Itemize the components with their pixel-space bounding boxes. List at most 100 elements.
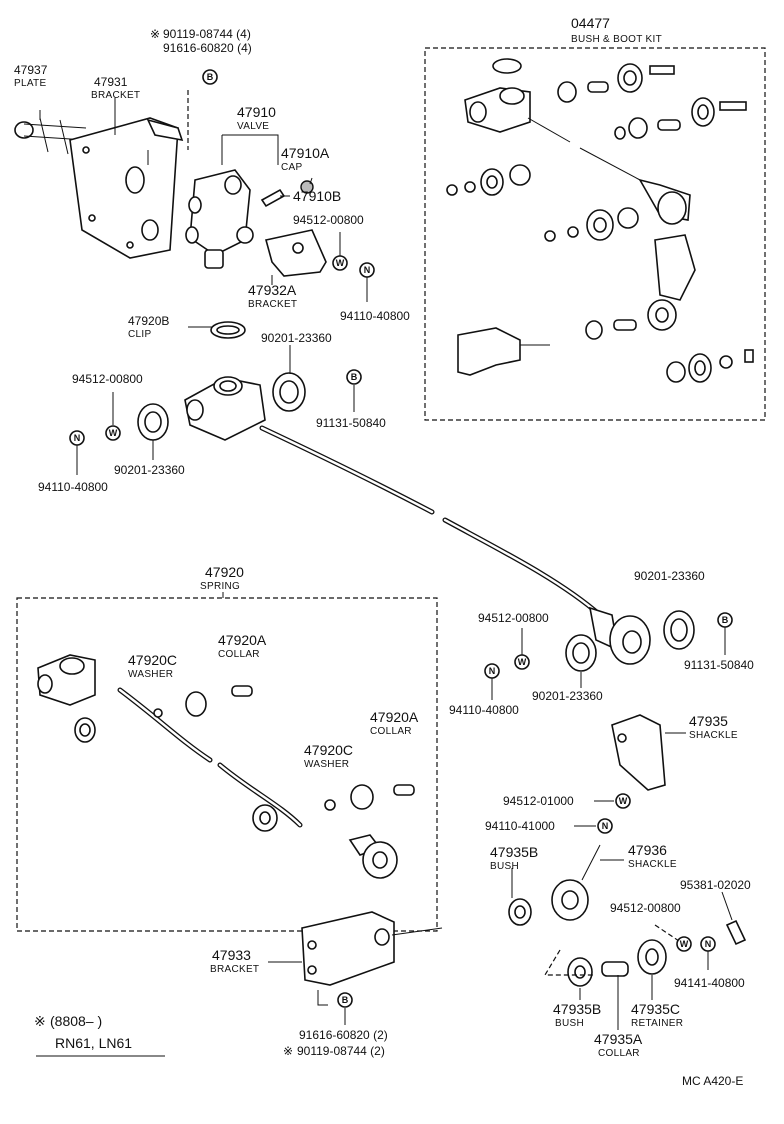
- plate-47937: [14, 117, 87, 155]
- label-47937-desc: PLATE: [14, 78, 46, 89]
- note-date: (8808– ): [50, 1013, 102, 1029]
- screw-47910b: [260, 188, 286, 208]
- label-90119-top: 90119-08744 (4): [163, 27, 251, 41]
- badge-n-5: N: [700, 936, 716, 952]
- bracket-47932a: [265, 229, 327, 277]
- label-47935a-desc: COLLAR: [598, 1048, 640, 1059]
- control-cable: [259, 425, 603, 618]
- label-94512-c: 94512-00800: [478, 611, 549, 625]
- pin-95381: [725, 919, 747, 946]
- badge-text: W: [518, 657, 527, 667]
- label-94141: 94141-40800: [674, 976, 745, 990]
- label-94512-e: 94512-00800: [610, 901, 681, 915]
- badge-n-2: N: [69, 430, 85, 446]
- label-47935a: 47935A: [594, 1031, 643, 1047]
- label-47920a-1: 47920A: [218, 632, 267, 648]
- badge-text: N: [364, 265, 371, 275]
- label-94512-a: 94512-00800: [293, 213, 364, 227]
- label-90119-bot: 90119-08744 (2): [297, 1044, 385, 1058]
- badge-text: N: [705, 939, 712, 949]
- badge-w-5: W: [676, 936, 692, 952]
- label-91616-top: 91616-60820 (4): [163, 41, 252, 55]
- valve-body-upper: [184, 376, 266, 441]
- label-47935c-desc: RETAINER: [631, 1018, 683, 1029]
- label-47920a-2: 47920A: [370, 709, 419, 725]
- badge-text: W: [619, 796, 628, 806]
- badge-b-1: B: [202, 69, 218, 85]
- label-47936-desc: SHACKLE: [628, 859, 677, 870]
- diagram-code: MC A420-E: [682, 1074, 743, 1088]
- label-47931-desc: BRACKET: [91, 90, 140, 101]
- label-47936: 47936: [628, 842, 667, 858]
- badge-text: W: [336, 258, 345, 268]
- label-47933: 47933: [212, 947, 251, 963]
- note-mark: ※: [34, 1013, 46, 1029]
- label-47920-desc: SPRING: [200, 581, 240, 592]
- label-90201-b: 90201-23360: [114, 463, 185, 477]
- mark-90119-bot: ※: [283, 1044, 293, 1058]
- label-91131-a: 91131-50840: [316, 416, 386, 430]
- bush-47935b-upper: [508, 898, 532, 926]
- shackle-47936: [551, 844, 601, 921]
- label-47920c-1: 47920C: [128, 652, 177, 668]
- label-04477: 04477: [571, 15, 610, 31]
- label-47933-desc: BRACKET: [210, 964, 259, 975]
- label-47932a: 47932A: [248, 282, 297, 298]
- label-47935-desc: SHACKLE: [689, 730, 738, 741]
- badge-b-3: B: [717, 612, 733, 628]
- label-94110-d: 94110-41000: [485, 819, 555, 833]
- label-47910b: 47910B: [293, 188, 341, 204]
- shackle-47935: [611, 714, 666, 791]
- label-47932a-desc: BRACKET: [248, 299, 297, 310]
- bracket-47933: [301, 911, 443, 986]
- badge-n-1: N: [359, 262, 375, 278]
- bracket-47931: [69, 117, 184, 259]
- label-90201-a: 90201-23360: [261, 331, 332, 345]
- label-47935c: 47935C: [631, 1001, 680, 1017]
- badge-text: N: [489, 666, 496, 676]
- label-47920b: 47920B: [128, 314, 169, 328]
- label-47935: 47935: [689, 713, 728, 729]
- label-47920b-desc: CLIP: [128, 329, 151, 340]
- label-91616-bot: 91616-60820 (2): [299, 1028, 388, 1042]
- label-95381: 95381-02020: [680, 878, 751, 892]
- label-91131-b: 91131-50840: [684, 658, 754, 672]
- cable-boot-end: [588, 606, 651, 665]
- label-94110-c: 94110-40800: [449, 703, 519, 717]
- badge-text: N: [74, 433, 81, 443]
- label-47920a-2-desc: COLLAR: [370, 726, 412, 737]
- badge-n-4: N: [597, 818, 613, 834]
- lower-bush-set: [567, 939, 667, 987]
- badge-text: N: [602, 821, 609, 831]
- label-47920a-1-desc: COLLAR: [218, 649, 260, 660]
- label-47910: 47910: [237, 104, 276, 120]
- gasket-90201-left: [137, 403, 169, 441]
- label-47937: 47937: [14, 63, 48, 77]
- kit-items: [446, 58, 754, 383]
- badge-w-4: W: [615, 793, 631, 809]
- badge-b-2: B: [346, 369, 362, 385]
- label-94512-b: 94512-00800: [72, 372, 143, 386]
- label-47910a-desc: CAP: [281, 162, 302, 173]
- label-90201-c: 90201-23360: [634, 569, 705, 583]
- badge-b-4: B: [337, 992, 353, 1008]
- label-47935b-2-desc: BUSH: [555, 1018, 584, 1029]
- label-90201-d: 90201-23360: [532, 689, 603, 703]
- badge-w-1: W: [332, 255, 348, 271]
- bush-boot-kit-box: [424, 47, 766, 421]
- label-47910-desc: VALVE: [237, 121, 269, 132]
- badge-text: B: [351, 372, 358, 382]
- badge-text: B: [207, 72, 214, 82]
- badge-text: W: [109, 428, 118, 438]
- label-47935b-2: 47935B: [553, 1001, 601, 1017]
- badge-text: B: [722, 615, 729, 625]
- valve-47910: [185, 169, 254, 269]
- leader-lines: [39, 90, 733, 1030]
- label-94512-d: 94512-01000: [503, 794, 574, 808]
- spring-kit-items: [37, 654, 415, 879]
- badge-w-2: W: [105, 425, 121, 441]
- gasket-90201-upper: [272, 372, 306, 412]
- spring-kit-box: [16, 597, 438, 932]
- label-47920c-2-desc: WASHER: [304, 759, 349, 770]
